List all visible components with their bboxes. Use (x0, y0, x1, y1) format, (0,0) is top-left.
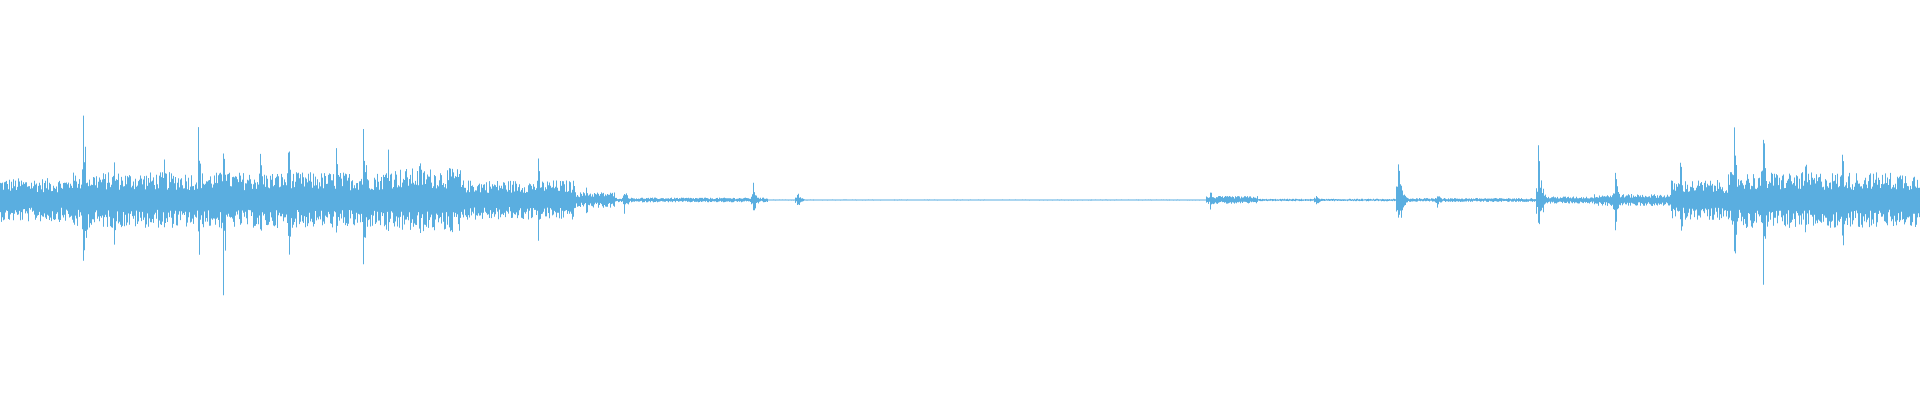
waveform-peak-path (0, 115, 1920, 296)
waveform-peaks (0, 115, 1920, 296)
